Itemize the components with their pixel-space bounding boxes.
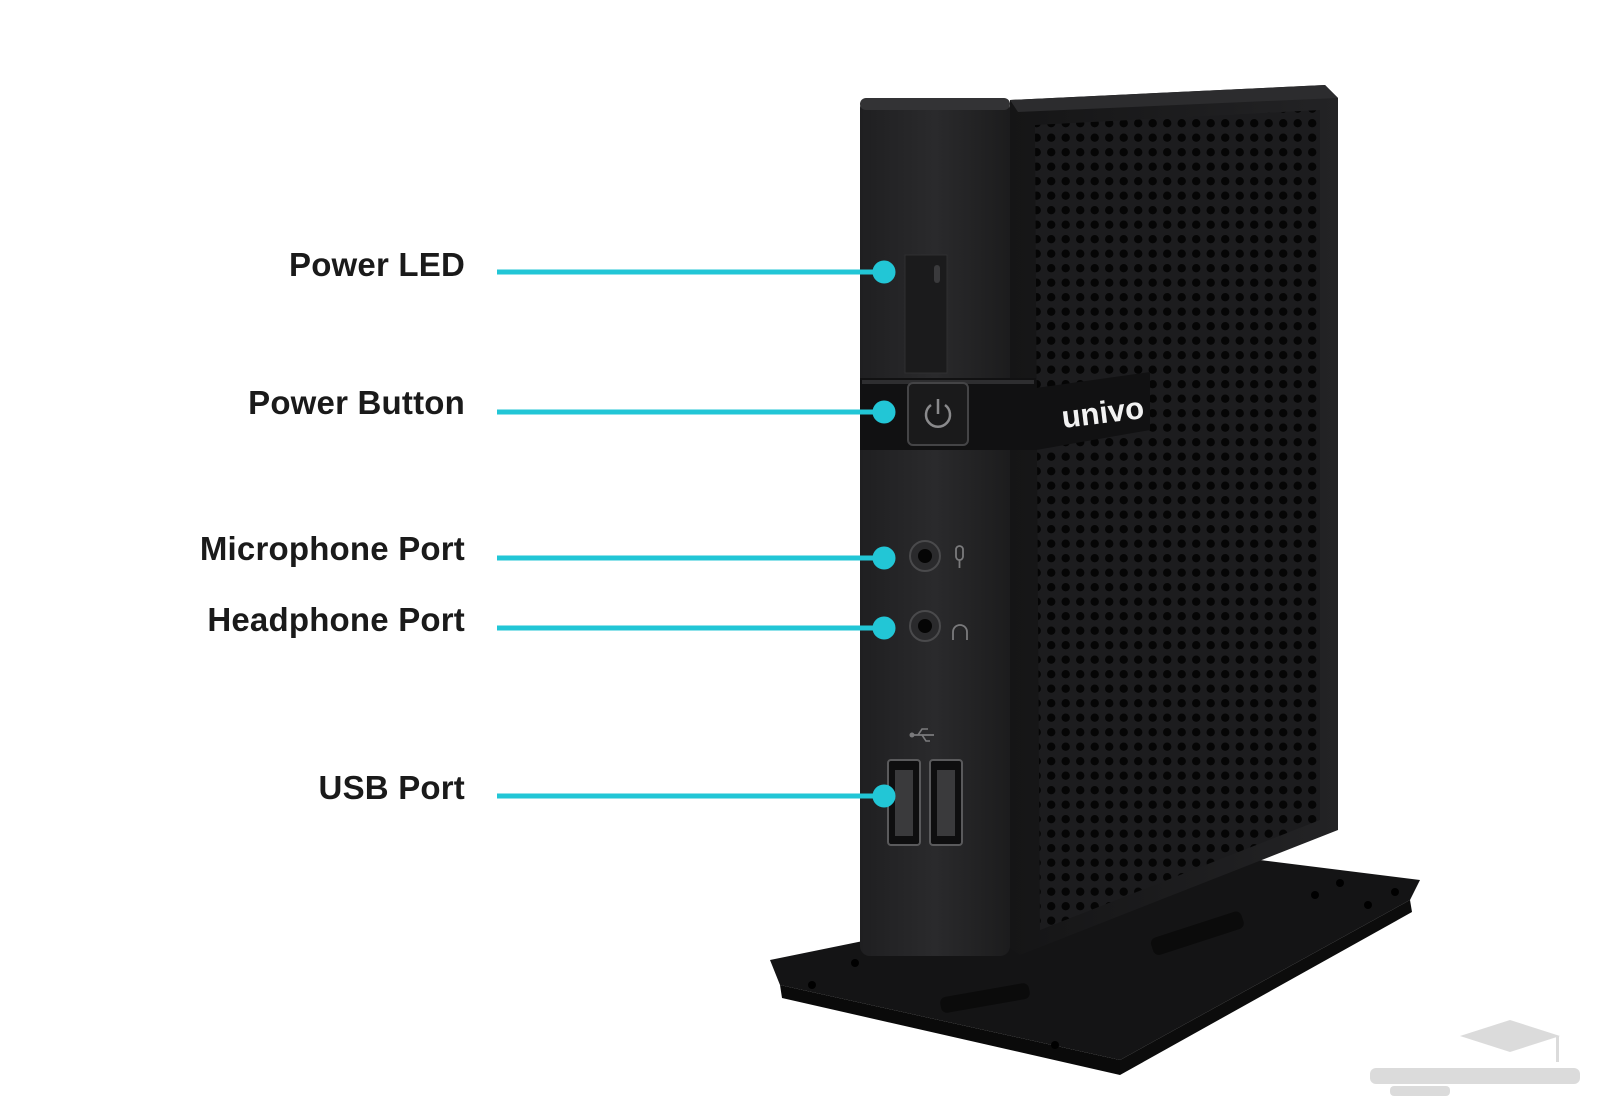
callout-label-power-led: Power LED bbox=[288, 246, 465, 283]
device-front-panel bbox=[860, 98, 1036, 956]
usb-port-right bbox=[929, 759, 963, 846]
power-icon bbox=[924, 399, 952, 428]
callout-line-power-button bbox=[497, 400, 896, 424]
callout-label-headphone-port: Headphone Port bbox=[207, 601, 465, 638]
brand-badge: univo bbox=[1036, 372, 1150, 450]
power-button-physical bbox=[907, 382, 969, 446]
device-side-panel bbox=[1010, 85, 1338, 955]
watermark-logo bbox=[1370, 1020, 1580, 1096]
usb-port-left bbox=[887, 759, 921, 846]
callout-label-power-button: Power Button bbox=[248, 384, 465, 421]
callout-label-microphone-port: Microphone Port bbox=[199, 530, 465, 567]
headphone-jack bbox=[909, 610, 968, 642]
callout-label-usb-port: USB Port bbox=[318, 769, 465, 806]
callout-lines bbox=[497, 260, 896, 808]
microphone-jack bbox=[909, 540, 964, 572]
microphone-icon bbox=[955, 545, 964, 568]
callout-line-usb-port bbox=[497, 784, 896, 808]
base-stand bbox=[770, 860, 1420, 1075]
power-led-indicator bbox=[934, 265, 940, 283]
usb-icon bbox=[909, 728, 934, 742]
callout-line-power-led bbox=[497, 260, 896, 284]
callout-line-headphone-port bbox=[497, 616, 896, 640]
callout-line-microphone-port bbox=[497, 546, 896, 570]
headphone-icon bbox=[952, 624, 968, 640]
